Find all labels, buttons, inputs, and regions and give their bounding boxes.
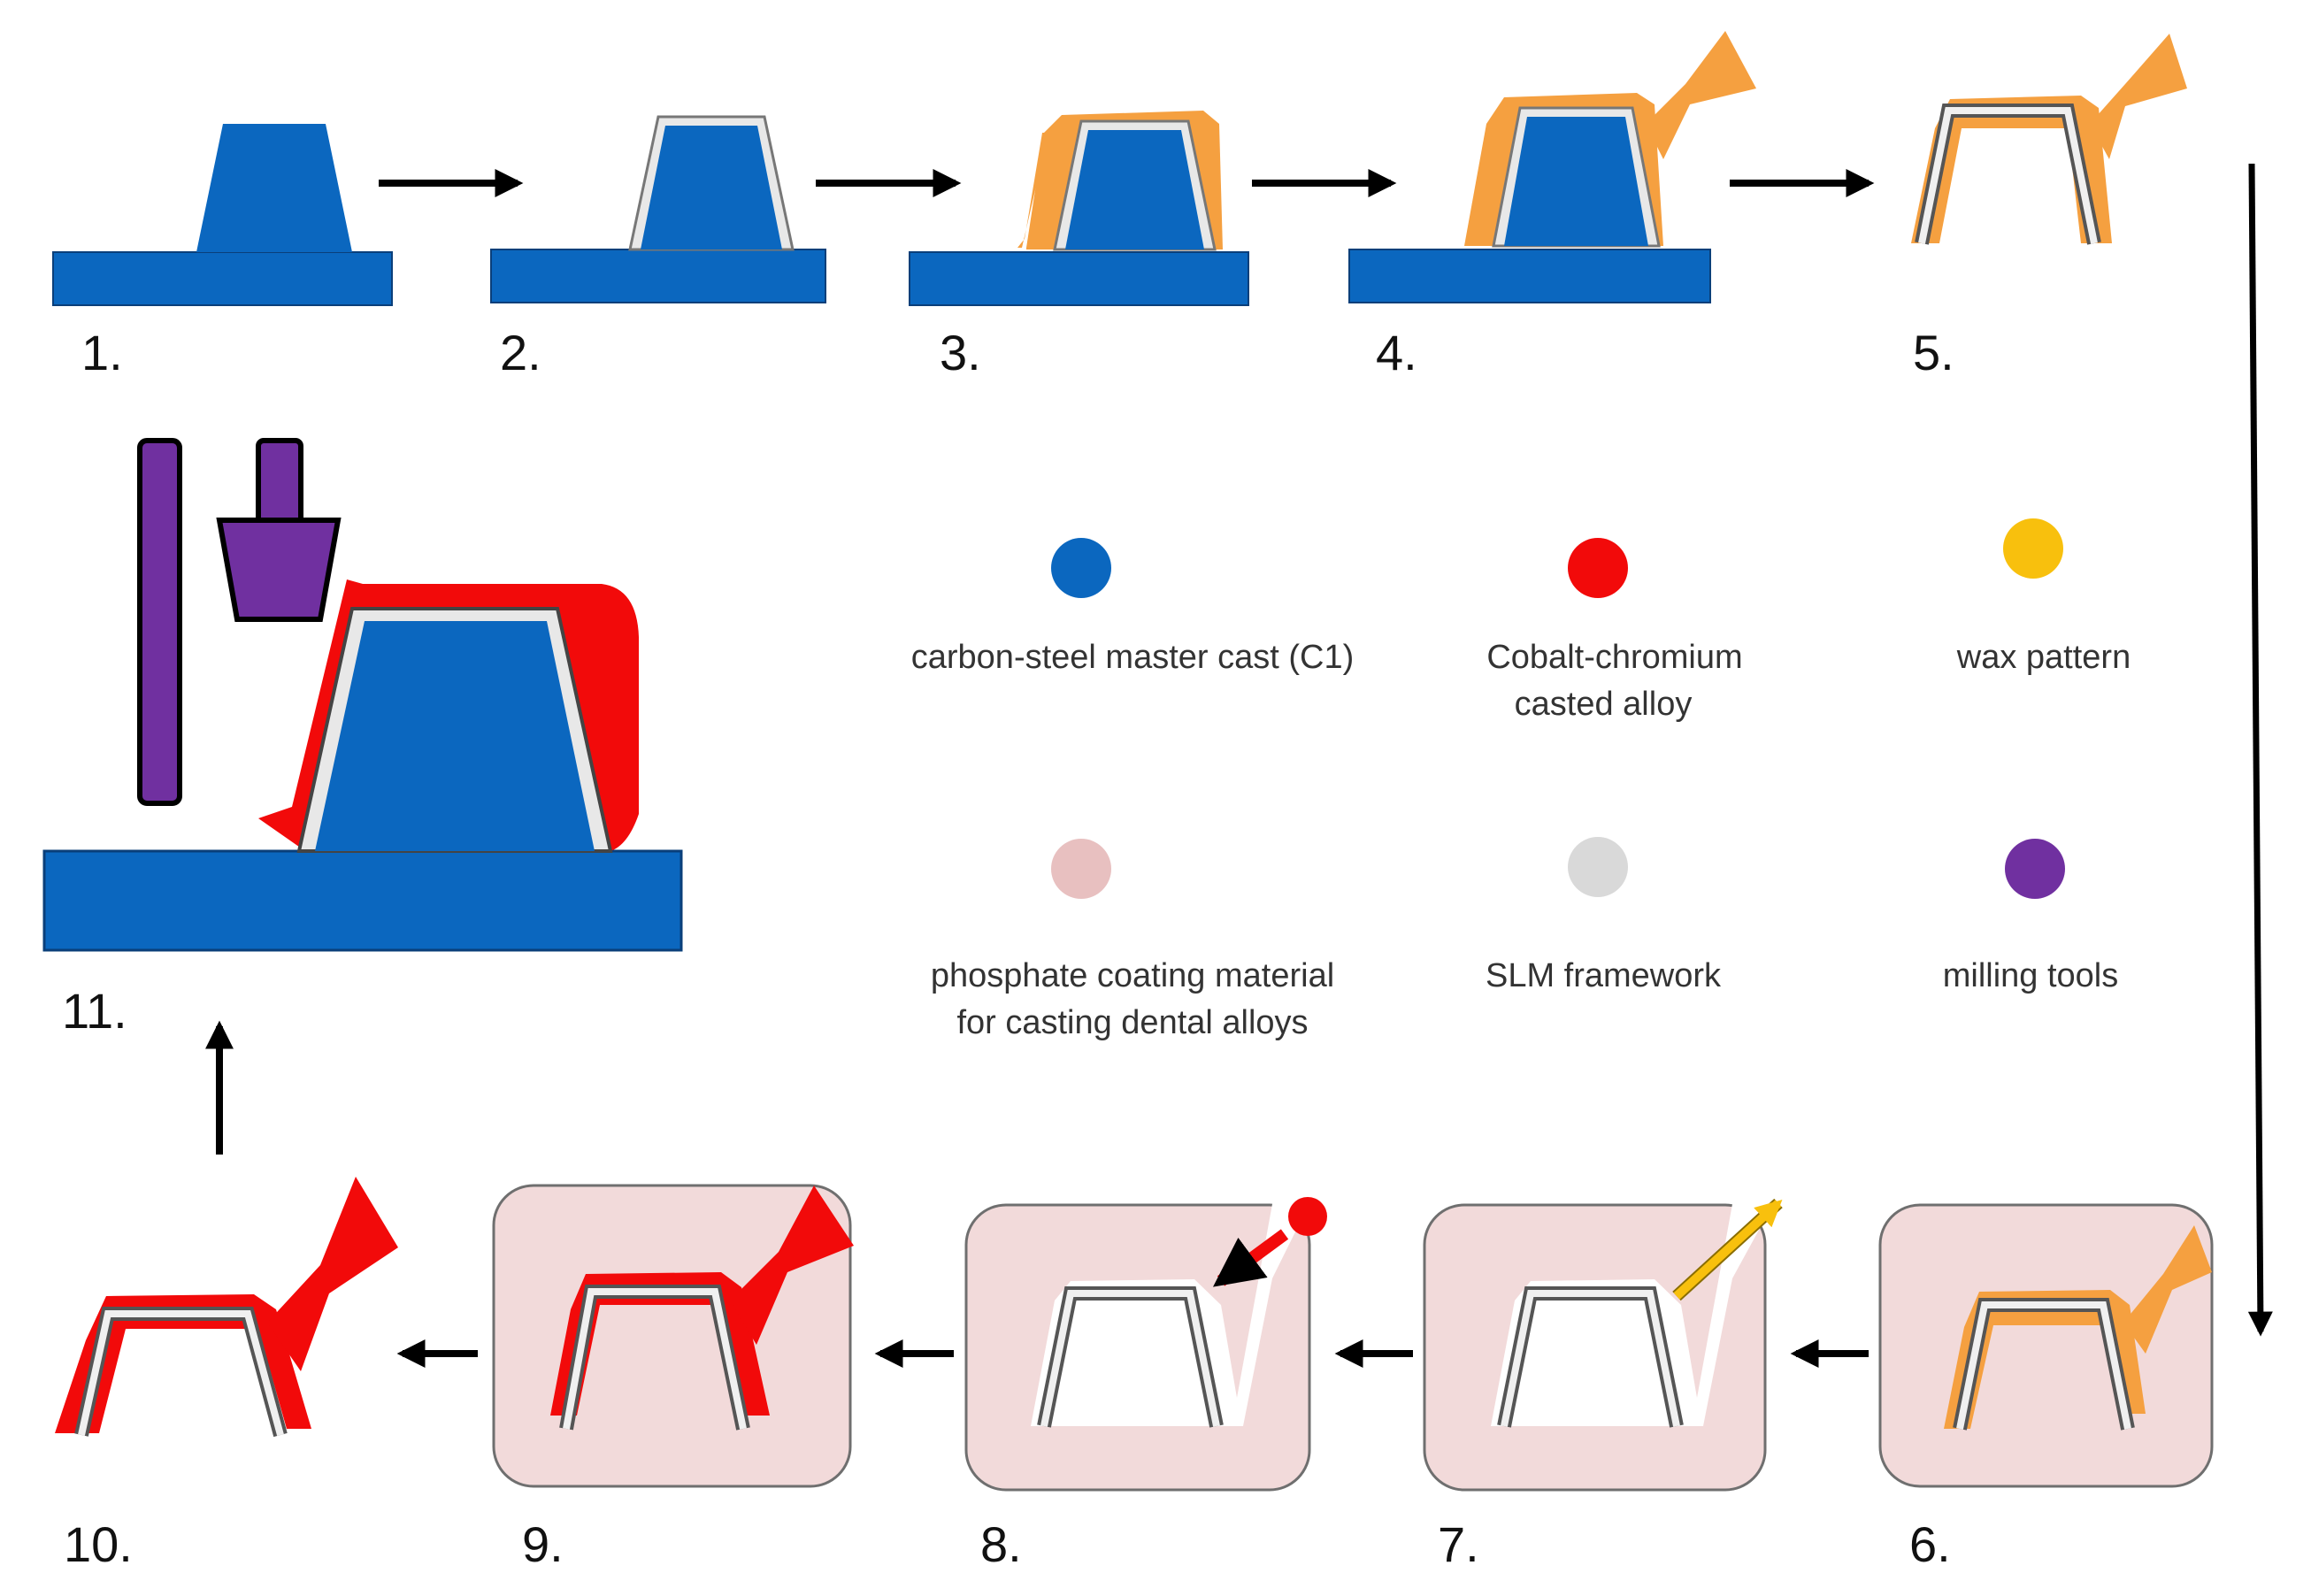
step-label-8: 8. — [980, 1516, 1022, 1572]
step-2-slm-on-cast — [490, 115, 826, 303]
step-label-6: 6. — [1909, 1516, 1951, 1572]
step-label-10: 10. — [64, 1516, 133, 1572]
step-label-2: 2. — [500, 325, 541, 380]
milling-tool-head — [216, 518, 342, 622]
step-5-wax-pattern-removed — [1911, 34, 2187, 245]
legend-label-wax: wax pattern — [1956, 639, 2131, 676]
step-11-milling — [42, 438, 683, 952]
step-label-5: 5. — [1913, 325, 1954, 380]
legend-label-phosphate-2: for casting dental alloys — [956, 1004, 1308, 1041]
legend: carbon-steel master cast (C1) Cobalt-chr… — [911, 518, 2131, 1041]
milling-tool-shaft — [137, 438, 182, 806]
legend-dot-cobalt-chromium — [1568, 538, 1628, 598]
step-10-cast-framework — [55, 1177, 398, 1438]
milling-tool-spindle — [256, 438, 303, 527]
step-label-9: 9. — [522, 1516, 564, 1572]
step-label-4: 4. — [1376, 325, 1417, 380]
step-label-11: 11. — [62, 983, 127, 1039]
legend-dot-phosphate — [1051, 839, 1111, 899]
legend-label-phosphate-1: phosphate coating material — [931, 957, 1334, 994]
legend-dot-milling — [2005, 839, 2065, 899]
step-1-master-cast — [52, 124, 393, 306]
step-4-wax-sprue — [1348, 31, 1756, 303]
legend-label-cobalt-chromium-1: Cobalt-chromium — [1486, 639, 1742, 676]
legend-dot-master-cast — [1051, 538, 1111, 598]
arrow-5-6 — [2247, 163, 2273, 1337]
step-label-7: 7. — [1438, 1516, 1479, 1572]
legend-label-milling: milling tools — [1943, 957, 2119, 994]
legend-label-slm: SLM framework — [1486, 957, 1722, 994]
legend-dot-wax — [2003, 518, 2063, 579]
step-8-metal-casting — [964, 1194, 1327, 1492]
legend-label-cobalt-chromium-2: casted alloy — [1515, 686, 1693, 723]
step-7-wax-burnout — [1423, 1194, 1783, 1492]
step-6-invested-wax — [1878, 1203, 2214, 1488]
step-3-wax-on-slm — [909, 111, 1249, 306]
legend-label-master-cast: carbon-steel master cast (C1) — [911, 639, 1355, 676]
legend-dot-slm — [1568, 837, 1628, 897]
step-9-cast-in-investment — [492, 1184, 854, 1488]
step-label-1: 1. — [81, 325, 123, 380]
step-label-3: 3. — [940, 325, 981, 380]
